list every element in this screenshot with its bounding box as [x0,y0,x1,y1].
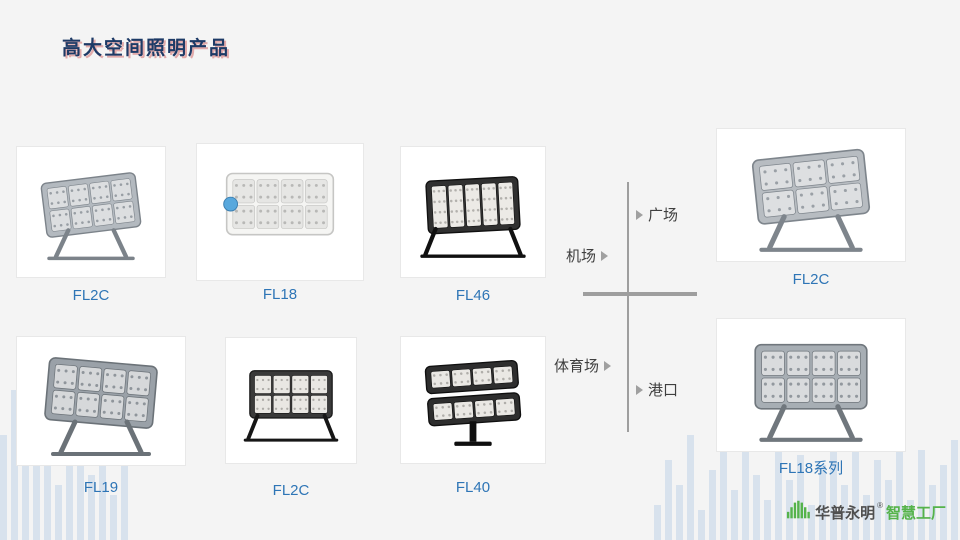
product-label-fl18-series: FL18系列 [778,460,844,477]
product-image-fl18 [201,148,359,276]
product-label-fl18: FL18 [262,286,298,303]
diagram-label-plaza: 广场 [636,204,678,225]
diagram-label-stadium-text: 体育场 [554,358,600,375]
product-image-fl40 [405,341,541,459]
product-label-fl46: FL46 [455,287,491,304]
product-card-fl46 [400,146,546,278]
product-card-fl2c-2 [225,337,357,464]
diagram-label-airport: 机场 [566,245,609,266]
product-image-fl2c-1 [21,151,161,273]
product-card-fl2c-1 [16,146,166,278]
triangle-right-icon [601,250,609,261]
brand-name: 华普永明 [815,504,876,522]
diagram-label-stadium: 体育场 [554,355,612,376]
brand-tagline: 智慧工厂 [885,504,946,522]
diagram-horizontal-line [583,292,697,296]
triangle-right-icon [636,384,643,395]
product-card-fl18-series [716,318,906,452]
product-label-fl40: FL40 [455,479,491,496]
diagram-label-port-text: 港口 [648,382,679,399]
product-label-fl2c-1: FL2C [72,287,110,304]
product-label-fl2c-3: FL2C [792,271,830,288]
product-image-fl2c-3 [721,133,901,257]
triangle-right-icon [604,360,612,371]
page-title: 高大空间照明产品 [62,38,231,59]
diagram-vertical-line [627,182,629,432]
product-label-fl19: FL19 [83,479,119,496]
brand-footer: 华普永明 ® 智慧工厂 [786,500,946,524]
product-image-fl19 [21,341,181,461]
product-label-fl2c-2: FL2C [272,482,310,499]
registered-mark: ® [877,501,883,510]
product-card-fl18 [196,143,364,281]
product-image-fl46 [405,151,541,273]
product-card-fl40 [400,336,546,464]
triangle-right-icon [636,209,643,220]
diagram-label-plaza-text: 广场 [648,207,679,224]
diagram-label-airport-text: 机场 [566,248,597,265]
product-card-fl2c-3 [716,128,906,262]
product-image-fl18-series [721,323,901,447]
product-image-fl2c-2 [230,342,352,459]
product-card-fl19 [16,336,186,466]
diagram-label-port: 港口 [636,379,678,400]
brand-logo-icon [786,500,810,524]
